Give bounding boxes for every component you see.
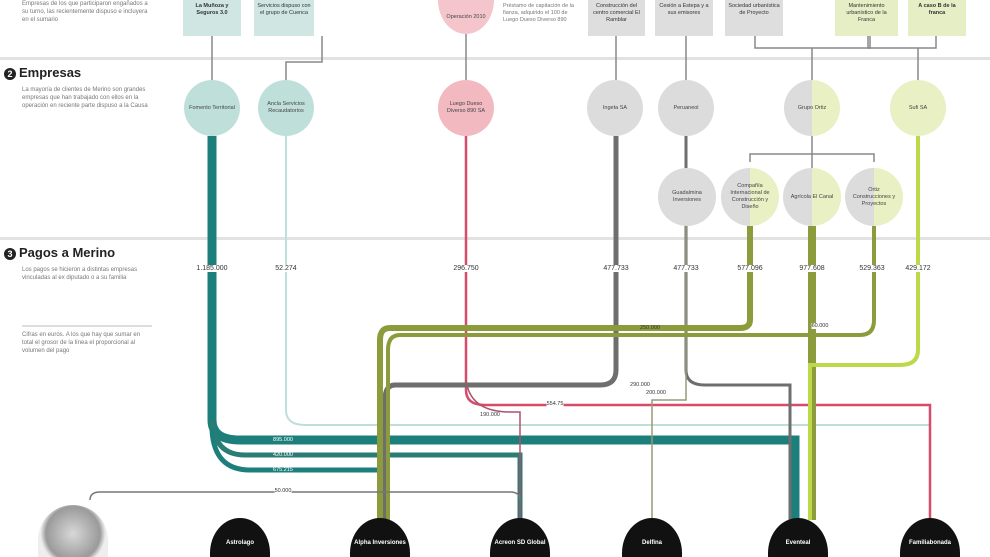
flow-pink-2 [465,379,521,520]
legend-note: Cifras en euros. A los que hay que sumar… [22,325,152,355]
section-text-pagos: Los pagos se hicieron a distintas empres… [22,267,138,281]
subsidiary-agricola-el-canal: Agrícola El Canal [783,168,841,226]
payment-amount: 296.750 [452,265,480,272]
subsidiary-ortiz-construcciones: Ortiz Construcciones y Proyectos [845,168,903,226]
flow-pink [464,136,932,520]
intro-text: Empresas de los que participaron engañad… [22,1,148,23]
section-title-text: Pagos a Merino [19,245,116,260]
flow-label: 190.000 [480,412,500,418]
flow-label: 200.000 [646,390,666,396]
top-box-8: A caso B de la franca [908,0,966,36]
section-number: 2 [4,68,16,80]
flow-teal-light [285,136,931,520]
divider [0,237,990,240]
flow-self [89,491,521,501]
flow-label: 675.215 [273,467,293,473]
payment-amount: 477.733 [672,265,700,272]
payment-amount: 429.172 [904,265,932,272]
company-ingeta: Ingeta SA [587,80,643,136]
subsidiary-compania-internacional: Compañía Internacional de Construcción y… [721,168,779,226]
top-box-7: Mantenimiento urbanístico de la Franca [835,0,898,36]
flow-teal-2 [209,419,523,520]
section-number: 3 [4,248,16,260]
company-grupo-ortiz: Grupo Ortiz [784,80,840,136]
flow-lime [808,136,920,520]
flow-gray-ingeta [382,136,619,520]
top-box-4: Construcción del centro comercial El Ram… [588,0,645,36]
flow-label: 290.000 [630,382,650,388]
payment-amount: 52.274 [274,265,298,272]
payment-amount: 529.363 [858,265,886,272]
payment-amount: 977.608 [798,265,826,272]
top-box-1: La Muñoza y Seguros 3.0 [183,0,241,36]
divider [0,57,990,60]
top-box-6: Sociedad urbanística de Proyecto [725,0,783,36]
company-sufi: Sufi SA [890,80,946,136]
section-title-text: Empresas [19,65,82,80]
payment-amount: 1.185.000 [195,265,229,272]
flow-olive-1 [377,226,753,520]
flow-label: 250.000 [640,325,660,331]
subsidiary-guadalmina: Guadalmina Inversiones [658,168,716,226]
flow-olive-3 [386,226,876,520]
company-ancla: Ancla Servicios Recaudatorios [258,80,314,136]
flow-gray-guadalmina [651,226,687,520]
company-peruaneol: Peruaneol [658,80,714,136]
top-side-text: Préstamo de capitación de la fianza, adq… [503,3,574,23]
flow-label: 60.000 [811,323,829,329]
company-luego-dueso: Luego Dueso Diverso 890 SA [438,80,494,136]
connector-lines [211,34,937,168]
top-box-5: Cesión a Estepa y a sus emisores [655,0,713,36]
flow-label: 554.75 [546,401,564,407]
flow-label: 50.000 [274,488,292,494]
company-fomento: Fomento Territorial [184,80,240,136]
flow-teal-3 [209,429,383,520]
top-box-2: Servicios dispuso con el grupo de Cuenca [254,0,314,36]
payment-amount: 577.096 [736,265,764,272]
flow-label: 895.000 [273,437,293,443]
section-text-empresas: La mayoría de clientes de Merino son gra… [22,87,148,109]
payment-amount: 477.733 [602,265,630,272]
merino-photo-avatar [38,505,108,557]
flow-label: 420.000 [273,452,293,458]
